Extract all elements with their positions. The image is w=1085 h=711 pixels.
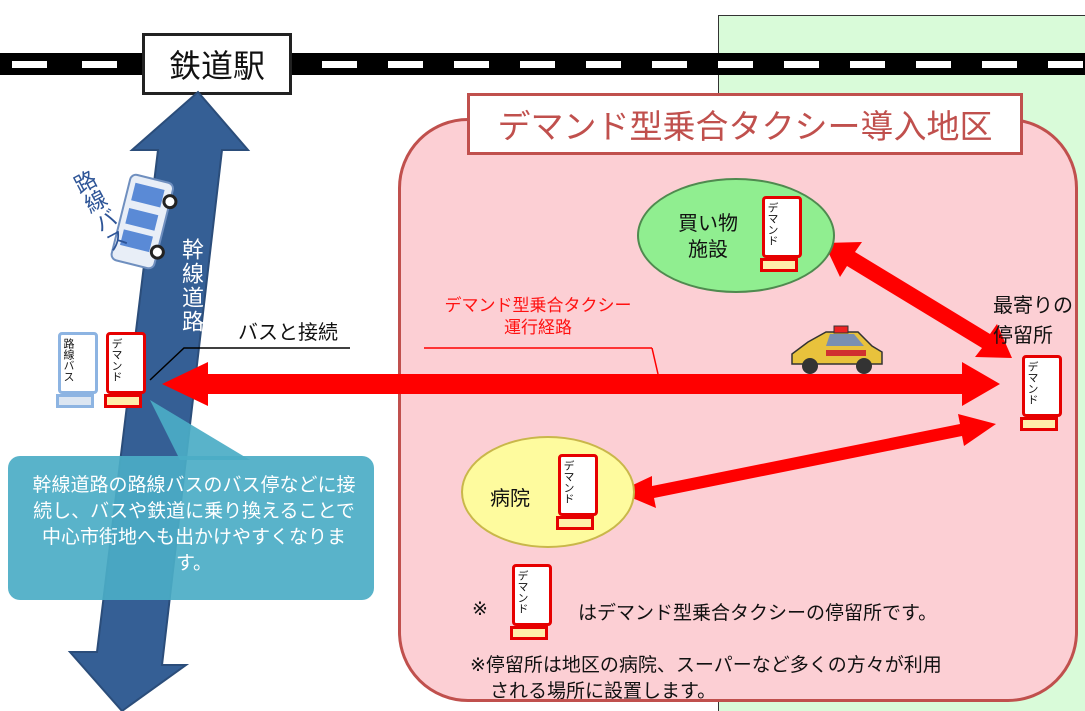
shopping-label: 買い物 施設 [668,210,748,262]
area-title: デマンド型乗合タクシー導入地区 [467,93,1023,155]
sign-top: デマンド [562,460,575,504]
hospital-label: 病院 [490,486,530,510]
nearest-stop-line1: 最寄りの [993,293,1073,317]
shopping-facility [637,178,835,293]
trunk-road-label: 幹線道路 [178,238,203,334]
demand-stop-sign: デマンド [1016,355,1062,441]
stop-note: はデマンド型乗合タクシーの停留所です。 [578,602,938,624]
nearest-stop-line2: 停留所 [993,323,1053,347]
demand-stop-sign: デマンド [552,454,598,540]
route-label-line2: 運行経路 [504,318,572,338]
demand-stop-sign: デマンド [100,332,146,418]
shopping-label-line1: 買い物 [678,211,738,235]
callout-box [8,456,374,600]
note-mark: ※ [472,598,488,620]
route-label: デマンド型乗合タクシー 運行経路 [418,295,658,339]
sign-top: デマンド [1026,361,1039,405]
sign-top: デマンド [110,338,123,382]
demand-stop-sign: デマンド [756,196,802,282]
route-label-line1: デマンド型乗合タクシー [444,296,632,316]
nearest-stop-label: 最寄りの 停留所 [993,290,1085,350]
callout-text: 幹線道路の路線バスのバス停などに接続し、バスや鉄道に乗り換えることで中心市街地へ… [32,474,356,574]
sign-top: デマンド [516,570,529,614]
bus-icon [110,173,178,270]
placement-note-line1: ※停留所は地区の病院、スーパーなど多くの方々が利用 [470,654,942,676]
placement-note-line2: される場所に設置します。 [490,680,717,702]
demand-stop-sign-legend: デマンド [506,564,552,650]
bus-sign-top: 路線バス [62,338,75,382]
taxi-icon [791,325,883,374]
bus-stop-sign: 路線バス [52,332,98,418]
connect-label: バスと接続 [238,320,338,344]
shopping-label-line2: 施設 [688,237,728,261]
placement-note: ※停留所は地区の病院、スーパーなど多くの方々が利用 される場所に設置します。 [470,652,1050,704]
station-label: 鉄道駅 [142,33,292,95]
sign-top: デマンド [766,202,779,246]
hospital [461,436,635,548]
